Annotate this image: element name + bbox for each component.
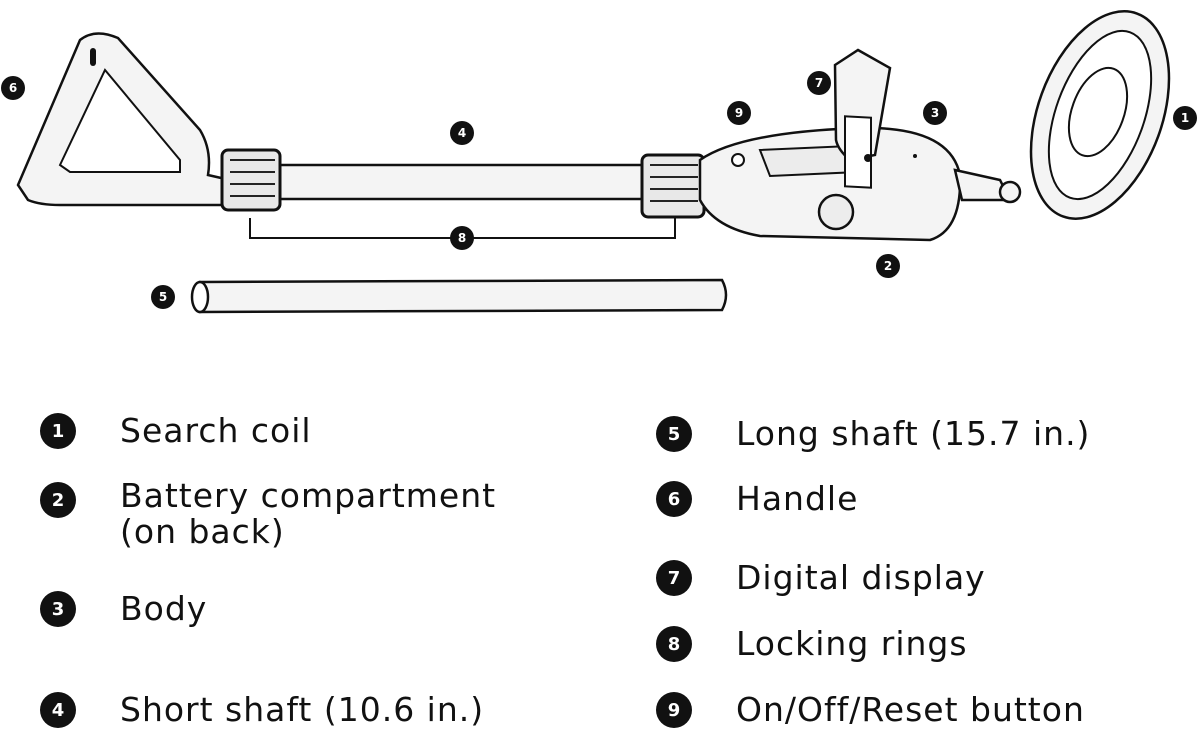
callout-8: 8 xyxy=(450,226,474,250)
legend-label: Short shaft (10.6 in.) xyxy=(120,690,485,729)
legend-badge: 3 xyxy=(40,591,76,628)
callout-1: 1 xyxy=(1173,106,1197,130)
legend-label: Digital display xyxy=(736,558,986,597)
svg-text:7: 7 xyxy=(815,76,823,90)
legend-badge: 9 xyxy=(656,692,692,729)
legend-label-line-2: (on back) xyxy=(120,512,285,552)
legend-item-5: 5 Long shaft (15.7 in.) xyxy=(656,414,1091,453)
legend-label: Battery compartment (on back) xyxy=(120,476,497,552)
callout-3: 3 xyxy=(923,101,947,125)
legend-item-4: 4 Short shaft (10.6 in.) xyxy=(40,690,485,729)
legend-label: Handle xyxy=(736,479,859,518)
svg-text:8: 8 xyxy=(458,231,466,245)
callout-9: 9 xyxy=(727,101,751,125)
callout-5: 5 xyxy=(151,285,175,309)
svg-text:4: 4 xyxy=(458,126,466,140)
handle xyxy=(16,32,232,207)
digital-display xyxy=(833,48,892,189)
svg-text:1: 1 xyxy=(1181,111,1189,125)
legend-label: Body xyxy=(120,589,208,628)
legend-badge: 8 xyxy=(656,626,692,663)
metal-detector-diagram: 1 2 3 4 5 6 7 8 9 xyxy=(1,10,1197,314)
callout-7: 7 xyxy=(807,71,831,95)
legend-label-line-1: Battery compartment xyxy=(120,476,497,515)
legend-item-2: 2 Battery compartment (on back) xyxy=(40,476,497,552)
legend-item-8: 8 Locking rings xyxy=(656,624,968,663)
legend-badge: 7 xyxy=(656,560,692,597)
legend-item-9: 9 On/Off/Reset button xyxy=(656,690,1085,729)
svg-text:2: 2 xyxy=(884,259,892,273)
legend-badge: 5 xyxy=(656,416,692,453)
body xyxy=(698,126,962,242)
callout-6: 6 xyxy=(1,76,25,100)
long-shaft xyxy=(190,278,728,314)
legend-label: Search coil xyxy=(120,411,312,450)
callout-2: 2 xyxy=(876,254,900,278)
svg-text:9: 9 xyxy=(735,106,743,120)
svg-text:5: 5 xyxy=(159,290,167,304)
svg-text:6: 6 xyxy=(9,81,17,95)
locking-ring-left xyxy=(220,148,282,212)
svg-text:3: 3 xyxy=(931,106,939,120)
legend-label: Locking rings xyxy=(736,624,968,663)
legend-badge: 4 xyxy=(40,692,76,729)
legend-item-3: 3 Body xyxy=(40,589,208,628)
legend-badge: 6 xyxy=(656,481,692,518)
legend-item-7: 7 Digital display xyxy=(656,558,986,597)
locking-ring-right xyxy=(640,153,706,219)
legend-label: Long shaft (15.7 in.) xyxy=(736,414,1091,453)
legend-label: On/Off/Reset button xyxy=(736,690,1085,729)
short-shaft xyxy=(268,163,662,201)
legend-badge: 1 xyxy=(40,413,76,450)
on-off-reset-button xyxy=(817,193,855,231)
callout-4: 4 xyxy=(450,121,474,145)
legend-badge: 2 xyxy=(40,482,76,518)
search-coil xyxy=(1029,10,1171,220)
legend-item-6: 6 Handle xyxy=(656,479,859,518)
legend-item-1: 1 Search coil xyxy=(40,411,312,450)
